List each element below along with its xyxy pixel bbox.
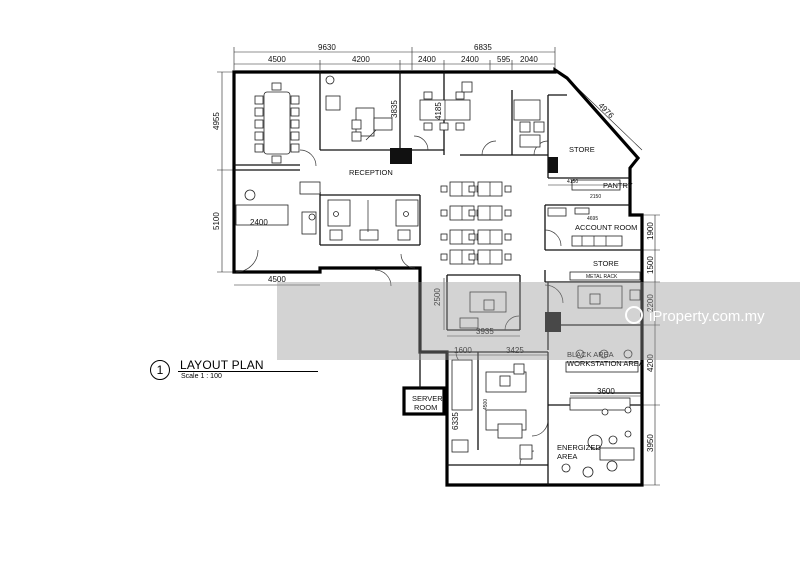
label-pantry: PANTRY <box>603 181 633 190</box>
watermark-logo-icon <box>625 306 643 324</box>
dim-4500-top: 4500 <box>268 55 286 64</box>
label-server-2: ROOM <box>414 403 437 412</box>
dim-9630: 9630 <box>318 43 336 52</box>
watermark-banner: iProperty.com.my <box>277 282 800 360</box>
title-underline <box>178 371 318 372</box>
dim-4976: 4976 <box>597 101 616 120</box>
right-dimensions: 1900 1500 2200 4200 3950 <box>642 214 660 486</box>
dim-4200-right: 4200 <box>646 354 655 372</box>
dim-2200: 2200 <box>646 294 655 312</box>
dim-2040: 2040 <box>520 55 538 64</box>
server-room <box>402 386 446 416</box>
dim-595: 595 <box>497 55 511 64</box>
dim-2400-inner: 2400 <box>250 218 268 227</box>
dim-6835: 6835 <box>474 43 492 52</box>
dim-1600: 1600 <box>454 346 472 355</box>
label-energized-1: ENERGIZED <box>557 443 601 452</box>
label-store-top: STORE <box>569 145 595 154</box>
dim-4500-bottom: 4500 <box>268 275 286 284</box>
lower-office-furniture <box>451 349 639 478</box>
dim-2400-top-b: 2400 <box>461 55 479 64</box>
dim-4185: 4185 <box>434 102 443 120</box>
dim-6335: 6335 <box>451 412 460 430</box>
dim-5100: 5100 <box>212 212 221 230</box>
label-energized-2: AREA <box>557 452 577 461</box>
label-account-room: ACCOUNT ROOM <box>575 223 637 232</box>
open-office-workstations <box>440 181 512 265</box>
label-server-1: SERVER <box>412 394 443 403</box>
dim-4150: 4150 <box>567 179 578 185</box>
plan-title-block: 1 LAYOUT PLAN Scale 1 : 100 <box>150 355 320 385</box>
small-meeting-furniture <box>513 99 545 148</box>
dim-3835: 3835 <box>390 100 399 118</box>
label-reception: RECEPTION <box>349 168 393 177</box>
dim-3425: 3425 <box>506 346 524 355</box>
dim-2150: 2150 <box>590 194 601 200</box>
label-store-mid: STORE <box>593 259 619 268</box>
plan-number: 1 <box>150 360 170 380</box>
reception-furniture <box>235 181 419 241</box>
label-black-area-2: WORKSTATION AREA <box>567 359 644 368</box>
conference-table-group <box>254 82 300 164</box>
label-black-area-1: BLACK AREA <box>567 350 614 359</box>
left-dimensions: 4955 5100 4500 <box>212 71 320 286</box>
inner-dimensions: 2400 3835 4185 4150 2150 4695 2500 3935 … <box>250 100 642 430</box>
door-swings <box>235 135 564 466</box>
dim-4695: 4695 <box>587 216 598 222</box>
plan-scale: Scale 1 : 100 <box>181 373 222 380</box>
dim-3935: 3935 <box>476 327 494 336</box>
dim-4955: 4955 <box>212 112 221 130</box>
dim-3950: 3950 <box>646 434 655 452</box>
workstation-room-furniture <box>419 81 473 131</box>
dim-3600: 3600 <box>597 387 615 396</box>
dim-2400-top-a: 2400 <box>418 55 436 64</box>
room-labels: RECEPTION STORE PANTRY ACCOUNT ROOM STOR… <box>349 145 644 461</box>
label-metal-rack: METAL RACK <box>586 274 618 280</box>
watermark-text: iProperty.com.my <box>649 308 765 325</box>
dim-4500-low: 4500 <box>483 399 489 410</box>
outer-wall <box>232 67 644 487</box>
mid-office-furniture <box>459 285 641 329</box>
dim-1500: 1500 <box>646 256 655 274</box>
dim-2500: 2500 <box>433 288 442 306</box>
dim-1900: 1900 <box>646 222 655 240</box>
manager-office-furniture <box>325 75 393 142</box>
dim-4200-top: 4200 <box>352 55 370 64</box>
plan-title: LAYOUT PLAN <box>180 358 264 372</box>
